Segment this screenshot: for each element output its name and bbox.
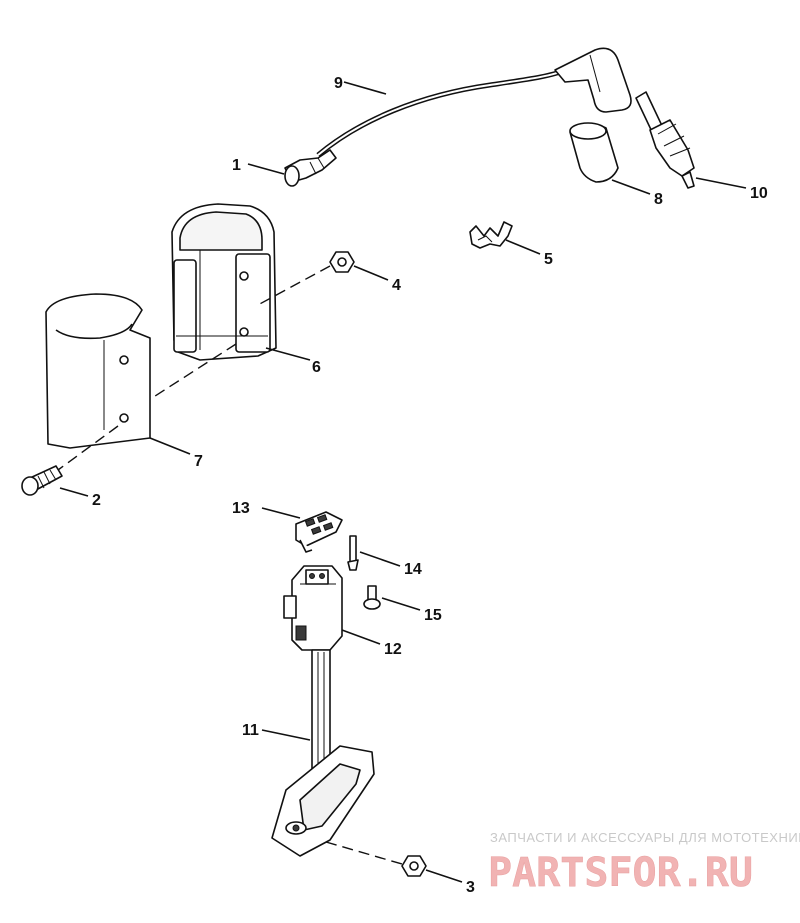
callout-11: 11 <box>242 722 259 739</box>
callout-6: 6 <box>312 359 321 376</box>
callout-3: 3 <box>466 879 475 896</box>
callout-8: 8 <box>654 191 663 208</box>
leader-lines <box>59 81 747 883</box>
part-8-boot-sleeve <box>569 122 619 183</box>
callout-15: 15 <box>424 607 442 624</box>
watermark-logo: PARTSFOR.RU <box>488 850 753 896</box>
part-2-screw <box>21 465 63 496</box>
part-10-spark-plug <box>635 91 695 189</box>
callout-14: 14 <box>404 561 422 578</box>
callout-9: 9 <box>334 75 343 92</box>
callout-4: 4 <box>392 277 401 294</box>
callout-5: 5 <box>544 251 553 268</box>
part-5-clip <box>469 221 513 249</box>
part-7-coil-bracket <box>45 293 151 449</box>
assembly-lines <box>57 265 403 865</box>
callout-7: 7 <box>194 453 203 470</box>
part-13-connector-cover <box>295 511 343 553</box>
part-4-nut <box>329 251 355 273</box>
part-11-trigger-module <box>271 649 375 857</box>
callout-2: 2 <box>92 492 101 509</box>
callout-10: 10 <box>750 185 768 202</box>
callout-labels: 1 2 3 4 5 6 7 8 9 10 11 12 13 14 15 <box>92 75 768 896</box>
part-14-terminal-pin <box>347 535 359 571</box>
part-3-nut <box>401 855 427 877</box>
part-6-ignition-coil <box>171 203 277 361</box>
callout-1: 1 <box>232 157 241 174</box>
part-15-small-screw <box>363 585 381 610</box>
callout-12: 12 <box>384 641 402 658</box>
watermark: ЗАПЧАСТИ И АКСЕССУАРЫ ДЛЯ МОТОТЕХНИКИ PA… <box>488 830 800 896</box>
callout-13: 13 <box>232 500 250 517</box>
part-12-connector-housing <box>283 565 343 651</box>
part-9-spark-plug-lead <box>316 47 632 157</box>
watermark-tagline: ЗАПЧАСТИ И АКСЕССУАРЫ ДЛЯ МОТОТЕХНИКИ <box>490 830 800 845</box>
part-1-terminal <box>284 149 337 187</box>
